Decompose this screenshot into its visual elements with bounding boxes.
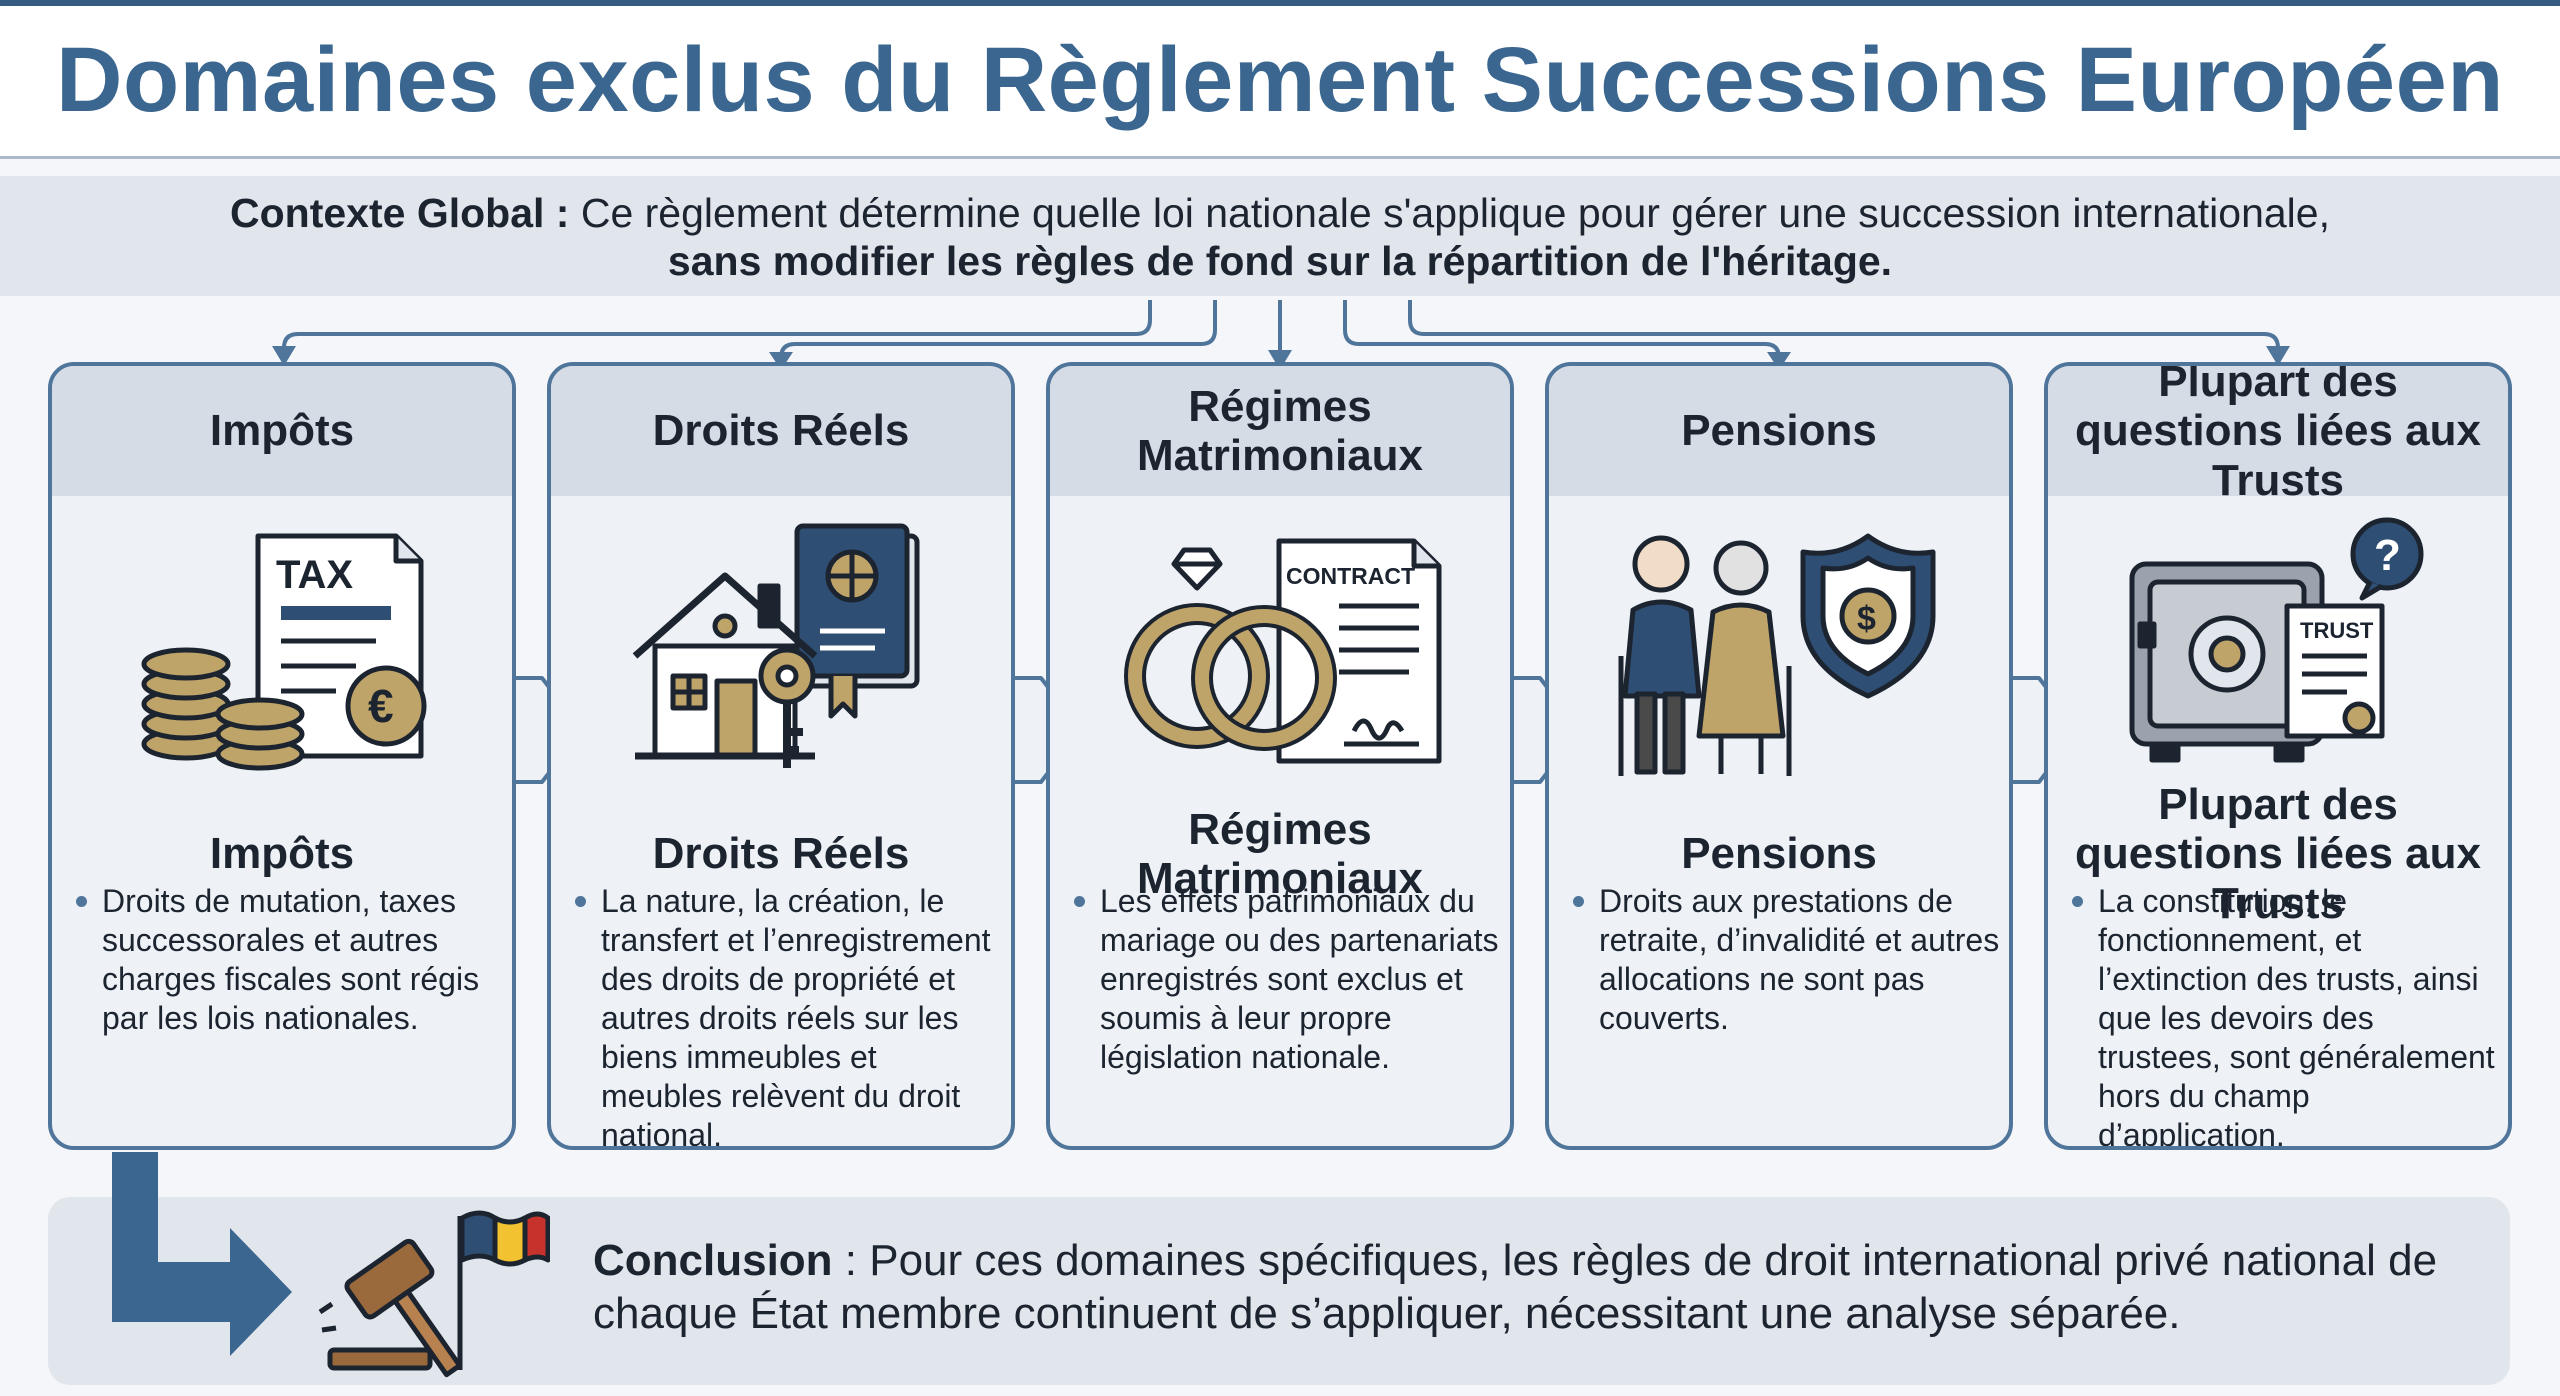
- rings-contract-icon: CONTRACT: [1124, 538, 1442, 764]
- card-trusts: Plupart des questions liées aux Trusts T…: [2044, 362, 2512, 1150]
- card-header-label: Plupart des questions liées aux Trusts: [2075, 362, 2481, 505]
- bullet-dot: [2072, 896, 2083, 907]
- contract-label: CONTRACT: [1286, 563, 1415, 589]
- context-text: Ce règlement détermine quelle loi nation…: [569, 190, 2330, 236]
- house-key-deed-icon: [632, 523, 920, 768]
- gavel-flag-icon: [318, 1210, 550, 1378]
- card-subtitle: Pensions: [1549, 784, 2009, 924]
- card-subtitle: Droits Réels: [551, 784, 1011, 924]
- card-subtitle-label: Pensions: [1681, 829, 1877, 879]
- trust-label: TRUST: [2300, 618, 2374, 643]
- card-header-label: Pensions: [1681, 406, 1877, 456]
- card-subtitle-label: Impôts: [209, 829, 355, 879]
- card-droits-reels: Droits Réels Droits Réels La n: [547, 362, 1015, 1150]
- card-subtitle: Impôts: [52, 784, 512, 924]
- tax-label: TAX: [276, 553, 353, 597]
- context-banner: Contexte Global : Ce règlement détermine…: [0, 176, 2560, 296]
- bullet-text: Les effets patrimoniaux du mariage ou de…: [1100, 883, 1499, 1075]
- bullet-text: La nature, la création, le transfert et …: [601, 883, 991, 1150]
- card-bullet: Droits aux prestations de retraite, d’in…: [1573, 882, 2003, 1038]
- card-subtitle: Régimes Matrimoniaux: [1050, 784, 1510, 924]
- card-header-label: Impôts: [209, 406, 355, 456]
- conclusion-body: : Pour ces domaines spécifiques, les règ…: [593, 1236, 2438, 1338]
- bullet-text: La constitution, le fonctionnement, et l…: [2098, 883, 2495, 1150]
- card-subtitle-label: Droits Réels: [652, 829, 910, 879]
- context-bold-line: sans modifier les règles de fond sur la …: [667, 238, 1893, 284]
- bullet-dot: [1074, 896, 1085, 907]
- bullet-text: Droits aux prestations de retraite, d’in…: [1599, 883, 2000, 1036]
- card-subtitle-label: Plupart des questions liées aux Trusts: [2075, 780, 2481, 928]
- card-impots: Impôts TAX € Impôts Droits de mutation, …: [48, 362, 516, 1150]
- tax-document-coins-icon: TAX €: [141, 533, 427, 771]
- context-label: Contexte Global :: [230, 190, 570, 236]
- card-header: Plupart des questions liées aux Trusts: [2048, 366, 2508, 505]
- bullet-dot: [76, 896, 87, 907]
- card-header: Impôts: [52, 366, 512, 496]
- card-bullet: La constitution, le fonctionnement, et l…: [2072, 882, 2502, 1150]
- bullet-text: Droits de mutation, taxes successorales …: [102, 883, 480, 1036]
- card-header: Pensions: [1549, 366, 2009, 496]
- context-line: Contexte Global : Ce règlement détermine…: [0, 190, 2560, 237]
- card-regimes-matrimoniaux: Régimes Matrimoniaux CONTRACT Régimes Ma…: [1046, 362, 1514, 1150]
- card-subtitle: Plupart des questions liées aux Trusts: [2048, 780, 2508, 928]
- card-header: Droits Réels: [551, 366, 1011, 496]
- svg-text:?: ?: [2374, 531, 2401, 580]
- card-header: Régimes Matrimoniaux: [1050, 366, 1510, 496]
- card-header-label: Droits Réels: [652, 406, 910, 456]
- card-subtitle-label: Régimes Matrimoniaux: [1136, 804, 1424, 903]
- header: Domaines exclus du Règlement Successions…: [0, 6, 2560, 159]
- page-title: Domaines exclus du Règlement Successions…: [56, 29, 2504, 131]
- svg-text:$: $: [1857, 600, 1876, 638]
- bullet-dot: [1573, 896, 1584, 907]
- top-accent-bar: [0, 0, 2560, 6]
- card-header-label: Régimes Matrimoniaux: [1136, 381, 1424, 480]
- safe-trust-document-icon: TRUST ?: [2129, 517, 2424, 763]
- elderly-couple-shield-icon: $: [1618, 533, 1936, 776]
- conclusion-label: Conclusion: [593, 1236, 833, 1285]
- card-bullet: La nature, la création, le transfert et …: [575, 882, 1005, 1150]
- card-pensions: Pensions $ Pensions Droits aux prestatio…: [1545, 362, 2013, 1150]
- card-bullet: Les effets patrimoniaux du mariage ou de…: [1074, 882, 1504, 1077]
- conclusion-text: Conclusion : Pour ces domaines spécifiqu…: [593, 1234, 2493, 1340]
- svg-text:€: €: [368, 680, 394, 732]
- bullet-dot: [575, 896, 586, 907]
- card-bullet: Droits de mutation, taxes successorales …: [76, 882, 506, 1038]
